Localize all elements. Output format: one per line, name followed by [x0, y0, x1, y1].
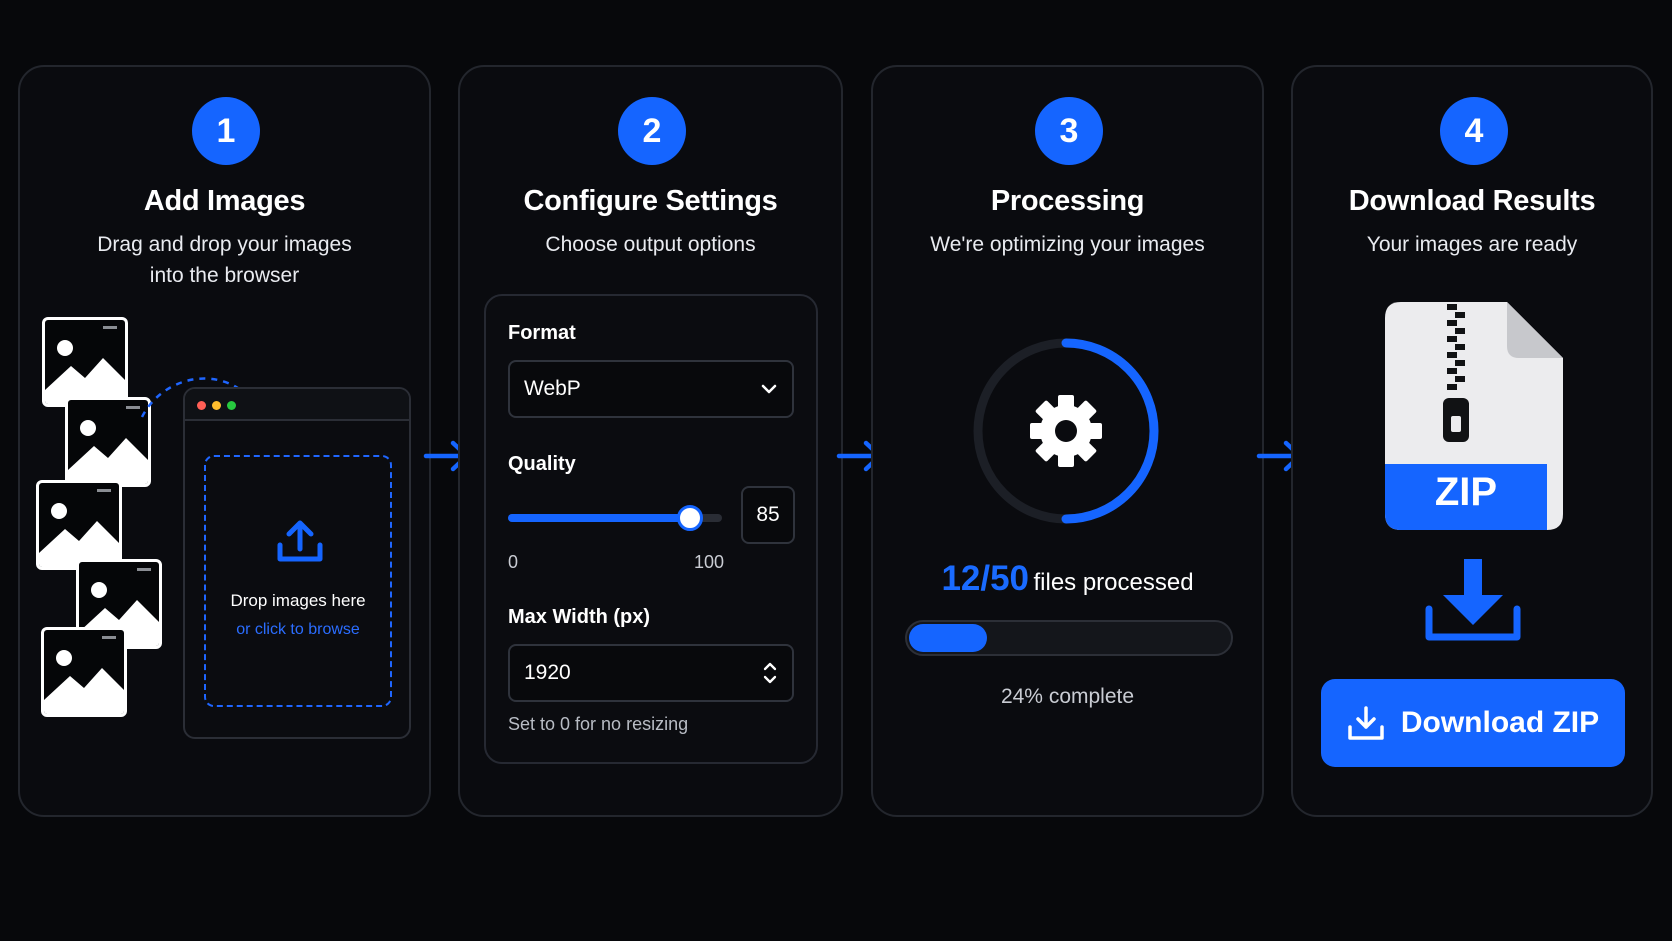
- step-subtitle: Your images are ready: [1366, 233, 1578, 256]
- zip-file-graphic: [1385, 302, 1563, 530]
- image-icon: [44, 636, 124, 714]
- max-width-value: 1920: [524, 661, 571, 684]
- browse-link[interactable]: or click to browse: [236, 621, 360, 638]
- max-width-hint: Set to 0 for no resizing: [508, 714, 689, 734]
- progress-bar: [905, 620, 1233, 656]
- image-thumbnail[interactable]: [41, 627, 127, 717]
- subtitle-line: Drag and drop your images: [97, 233, 352, 256]
- format-label: Format: [508, 322, 576, 344]
- progress-bar-fill: [909, 624, 987, 652]
- step-card-download-results: 4 Download Results Your images are ready…: [1291, 65, 1653, 817]
- subtitle-line: into the browser: [149, 264, 300, 287]
- zip-file-icon: ZIP: [1385, 302, 1563, 532]
- settings-panel: Format WebP Quality 85 0 100 Max Width (…: [484, 294, 818, 764]
- processing-spinner: [973, 338, 1159, 524]
- image-thumbnail[interactable]: [42, 317, 128, 407]
- max-width-input[interactable]: 1920: [508, 644, 794, 702]
- window-minimize-dot: [212, 401, 221, 410]
- window-maximize-dot: [227, 401, 236, 410]
- step-subtitle: We're optimizing your images: [930, 233, 1205, 256]
- step-title: Add Images: [143, 185, 306, 217]
- step-number-badge: 2: [618, 97, 686, 165]
- quality-slider-fill: [508, 514, 690, 522]
- processed-label: files processed: [1033, 569, 1194, 596]
- stepper-icon[interactable]: [762, 659, 778, 687]
- upload-icon: [277, 520, 323, 562]
- step-card-processing: 3 Processing We're optimizing your image…: [871, 65, 1264, 817]
- chevron-down-icon: [761, 384, 777, 394]
- download-zip-label: Download ZIP: [1400, 706, 1600, 739]
- step-number-badge: 1: [192, 97, 260, 165]
- max-width-label: Max Width (px): [508, 606, 651, 628]
- image-thumbnail[interactable]: [36, 480, 122, 570]
- percent-complete: 24% complete: [1000, 685, 1135, 708]
- download-zip-button[interactable]: Download ZIP: [1321, 679, 1625, 767]
- quality-slider[interactable]: [508, 505, 722, 531]
- step-title: Configure Settings: [523, 185, 778, 217]
- quality-label: Quality: [508, 453, 576, 475]
- step-card-add-images: 1 Add Images Drag and drop your images i…: [18, 65, 431, 817]
- quality-slider-thumb[interactable]: [676, 505, 703, 531]
- window-close-dot: [197, 401, 206, 410]
- step-subtitle: Drag and drop your images into the brows…: [40, 229, 409, 291]
- browser-window: Drop images here or click to browse: [183, 387, 411, 739]
- image-icon: [45, 326, 125, 404]
- format-select-value: WebP: [524, 377, 581, 400]
- files-processed-count: 12/50 files processed: [873, 559, 1262, 599]
- gear-icon: [1030, 395, 1102, 467]
- processed-count: 12/50: [941, 559, 1030, 598]
- step-card-configure-settings: 2 Configure Settings Choose output optio…: [458, 65, 843, 817]
- step-title: Download Results: [1348, 185, 1596, 217]
- quality-value-box[interactable]: 85: [741, 486, 795, 544]
- step-subtitle: Choose output options: [545, 233, 756, 256]
- slider-max-label: 100: [694, 552, 725, 572]
- image-icon: [68, 406, 148, 484]
- image-thumbnail[interactable]: [65, 397, 151, 487]
- step-number-badge: 3: [1035, 97, 1103, 165]
- image-icon: [39, 489, 119, 567]
- slider-min-label: 0: [508, 552, 519, 572]
- download-icon: [1425, 559, 1521, 641]
- download-icon: [1348, 706, 1384, 740]
- zip-label: ZIP: [1434, 470, 1498, 514]
- step-title: Processing: [990, 185, 1145, 217]
- browser-title-bar: [185, 389, 409, 421]
- step-number-badge: 4: [1440, 97, 1508, 165]
- drop-zone[interactable]: Drop images here or click to browse: [204, 455, 392, 707]
- drop-zone-title: Drop images here: [230, 591, 366, 610]
- format-select[interactable]: WebP: [508, 360, 794, 418]
